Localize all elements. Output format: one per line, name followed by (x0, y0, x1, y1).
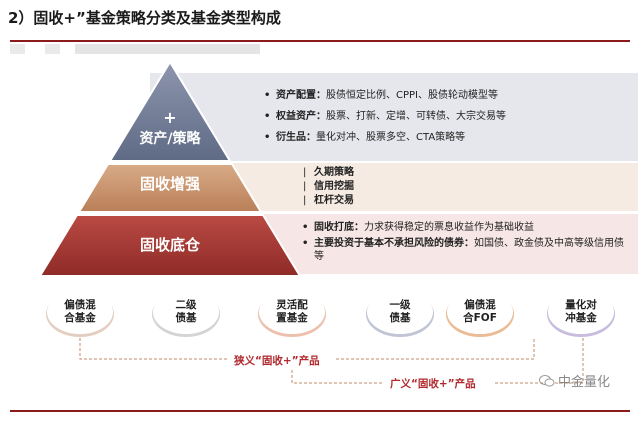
list-item: 资产配置：股债恒定比例、CPPI、股债轮动模型等 (262, 89, 506, 102)
fund-type-oval: 二级 债基 (153, 290, 219, 334)
base-strategy-list: 固收打底：力求获得稳定的票息收益作为基础收益 主要投资于基本不承担风险的债券：如… (300, 221, 630, 266)
list-item: 杠杆交易 (300, 194, 354, 207)
top-rule (10, 40, 630, 42)
pyramid-mid-label: 固收增强 (139, 175, 200, 193)
watermark: 中金量化 (539, 371, 610, 390)
pyramid-top-tier (108, 60, 232, 162)
enhance-strategy-list: 久期策略 信用挖掘 杠杆交易 (300, 166, 354, 208)
faded-caption-bar (10, 44, 260, 54)
pyramid-base-label: 固收底仓 (139, 236, 200, 254)
list-item: 权益资产：股票、打新、定增、可转债、大宗交易等 (262, 110, 506, 123)
pyramid-base-tier (38, 214, 302, 277)
pyramid-mid-tier (77, 163, 263, 213)
list-item: 固收打底：力求获得稳定的票息收益作为基础收益 (300, 221, 630, 234)
narrow-product-label: 狭义“固收+”产品 (231, 353, 323, 368)
broad-product-label: 广义“固收+”产品 (387, 376, 479, 391)
page-heading: 2）固收+”基金策略分类及基金类型构成 (8, 9, 281, 27)
fund-type-oval: 灵活配 置基金 (259, 290, 325, 334)
fund-type-oval: 一级 债基 (367, 290, 433, 334)
fund-type-oval: 偏债混 合FOF (447, 290, 513, 334)
list-item: 主要投资于基本不承担风险的债券：如国债、政金债及中高等级信用债等 (300, 237, 630, 263)
list-item: 信用挖掘 (300, 180, 354, 193)
pyramid-top-plus: + (163, 108, 177, 127)
bottom-rule (10, 410, 630, 412)
narrow-bracket (79, 338, 535, 360)
asset-strategy-list: 资产配置：股债恒定比例、CPPI、股债轮动模型等 权益资产：股票、打新、定增、可… (262, 89, 506, 152)
pyramid-top-label: 资产/策略 (139, 131, 201, 147)
fund-type-oval: 偏债混 合基金 (47, 290, 113, 334)
watermark-text: 中金量化 (558, 375, 611, 390)
list-item: 久期策略 (300, 166, 354, 179)
fund-type-oval: 量化对 冲基金 (548, 290, 614, 334)
wechat-icon (539, 374, 555, 386)
list-item: 衍生品：量化对冲、股票多空、CTA策略等 (262, 131, 506, 144)
